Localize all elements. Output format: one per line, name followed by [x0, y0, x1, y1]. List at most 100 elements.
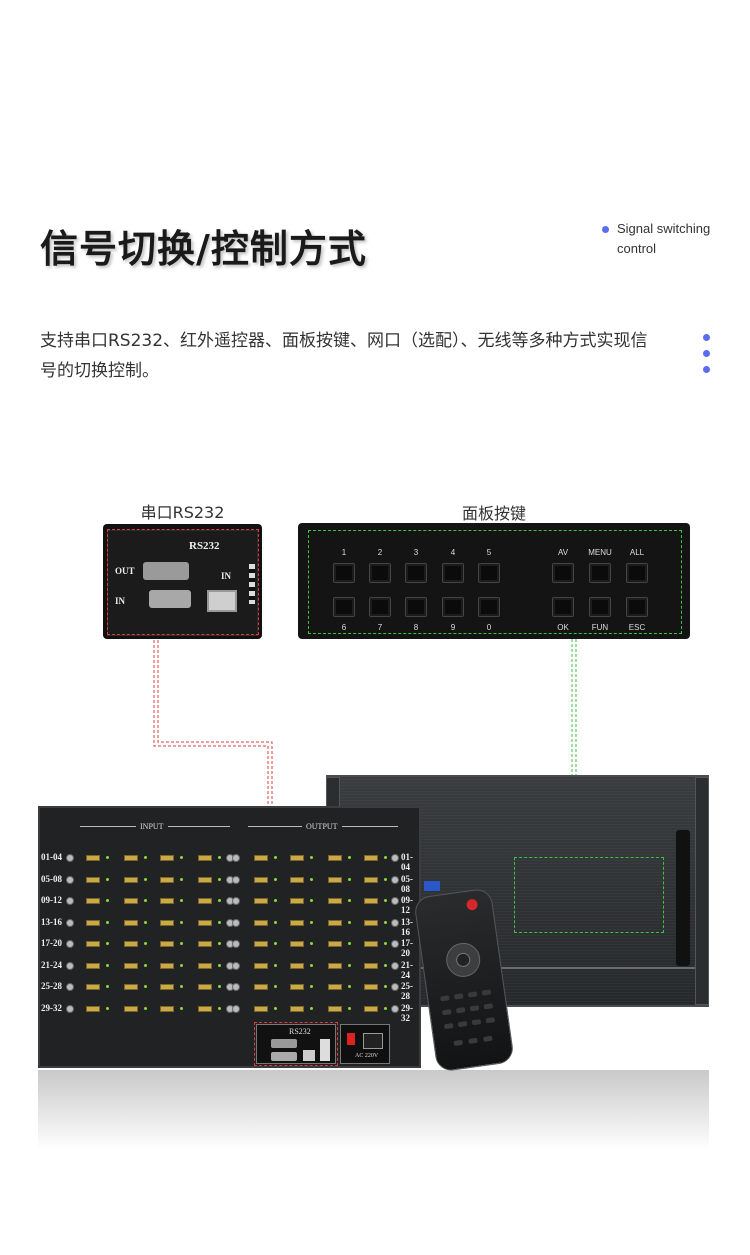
remote-key[interactable] [469, 1005, 480, 1012]
hdmi-port-icon [124, 941, 138, 947]
hdmi-port-icon [198, 919, 212, 926]
panel-key-9[interactable] [442, 597, 464, 617]
remote-key[interactable] [453, 1039, 464, 1047]
panel-keys-highlight-frame [308, 530, 682, 634]
panel-key-0[interactable] [478, 597, 500, 617]
remote-key[interactable] [483, 1035, 493, 1042]
status-led-icon [218, 963, 221, 967]
front-panel-highlight-frame [514, 857, 664, 933]
remote-key[interactable] [485, 1017, 496, 1024]
rear-rs232-title: RS232 [289, 1027, 311, 1036]
hdmi-port-icon [86, 876, 100, 883]
rear-ir-port-icon [320, 1039, 330, 1061]
hdmi-port-icon [328, 1005, 342, 1012]
status-led-icon [218, 856, 221, 859]
hdmi-port-icon [86, 984, 100, 990]
panel-key-4[interactable] [442, 563, 464, 583]
screw-icon [232, 875, 240, 884]
remote-key[interactable] [457, 1021, 468, 1028]
status-led-icon [180, 899, 183, 902]
hdmi-port-icon [160, 919, 174, 926]
hdmi-port-icon [290, 962, 304, 969]
status-led-icon [274, 963, 277, 967]
screw-icon [232, 961, 240, 970]
status-led-icon [348, 963, 351, 967]
panel-key-3[interactable] [405, 563, 427, 583]
hdmi-port-icon [364, 941, 378, 947]
status-led-icon [274, 985, 277, 988]
remote-key[interactable] [440, 995, 450, 1002]
hdmi-port-icon [160, 876, 174, 883]
screw-icon [391, 961, 399, 970]
panel-key-menu[interactable] [589, 563, 611, 583]
status-led-icon [218, 920, 221, 924]
screw-icon [391, 897, 399, 905]
hdmi-port-icon [198, 984, 212, 990]
panel-key-ok[interactable] [552, 597, 574, 617]
panel-key-av[interactable] [552, 563, 574, 583]
remote-key[interactable] [468, 1037, 478, 1044]
status-led-icon [384, 1006, 387, 1010]
status-led-icon [384, 942, 387, 945]
remote-key[interactable] [453, 993, 464, 1000]
status-led-icon [310, 899, 313, 902]
hdmi-port-icon [86, 855, 100, 861]
panel-key-6[interactable] [333, 597, 355, 617]
remote-key[interactable] [483, 1003, 494, 1010]
rs232-out-label: OUT [115, 566, 135, 576]
rs232-plate [107, 530, 258, 636]
status-led-icon [180, 1006, 183, 1010]
panel-key-2[interactable] [369, 563, 391, 583]
rs232-in-label-2: IN [221, 571, 232, 581]
status-led-icon [106, 899, 109, 902]
remote-power-button[interactable] [465, 898, 479, 911]
status-led-icon [218, 942, 221, 945]
remote-key[interactable] [455, 1007, 466, 1014]
row-label-left: 25-28 [41, 981, 62, 991]
screw-icon [232, 854, 240, 862]
power-block: AC 220V [340, 1024, 390, 1064]
hdmi-port-icon [290, 941, 304, 947]
key-label-0: 0 [486, 623, 492, 632]
hdmi-port-icon [198, 876, 212, 883]
panel-key-esc[interactable] [626, 597, 648, 617]
ir-window-icon [424, 881, 440, 891]
status-led-icon [274, 942, 277, 945]
key-label-menu: MENU [588, 548, 612, 557]
hdmi-port-icon [254, 941, 268, 947]
hdmi-port-icon [364, 962, 378, 969]
dot-icon [703, 366, 710, 373]
panel-key-fun[interactable] [589, 597, 611, 617]
remote-key[interactable] [471, 1019, 482, 1026]
screw-strip-icon [249, 564, 255, 604]
hdmi-port-icon [198, 898, 212, 904]
panel-keys-closeup: 1 2 3 4 5 6 7 8 9 0 AV MENU ALL OK FUN E… [298, 523, 690, 639]
remote-key[interactable] [467, 991, 478, 998]
power-switch-icon[interactable] [347, 1033, 355, 1045]
hdmi-port-icon [198, 1005, 212, 1012]
screw-icon [391, 918, 399, 927]
hdmi-port-icon [86, 941, 100, 947]
status-led-icon [218, 899, 221, 902]
screw-icon [391, 875, 399, 884]
status-led-icon [218, 985, 221, 988]
status-led-icon [106, 985, 109, 988]
row-label-right: 29-32 [401, 1002, 413, 1023]
key-label-8: 8 [413, 623, 419, 632]
panel-key-5[interactable] [478, 563, 500, 583]
panel-key-all[interactable] [626, 563, 648, 583]
panel-key-1[interactable] [333, 563, 355, 583]
hdmi-port-icon [364, 919, 378, 926]
panel-key-8[interactable] [405, 597, 427, 617]
panel-key-7[interactable] [369, 597, 391, 617]
row-label-right: 05-08 [401, 873, 413, 894]
rear-rs232-highlight-frame [254, 1022, 338, 1066]
remote-key[interactable] [443, 1022, 454, 1030]
remote-key[interactable] [442, 1009, 452, 1016]
chassis-seam [328, 967, 707, 969]
screw-icon [391, 940, 399, 948]
hdmi-port-icon [86, 962, 100, 969]
status-led-icon [106, 1006, 109, 1010]
hdmi-port-icon [328, 962, 342, 969]
remote-key[interactable] [481, 989, 492, 996]
